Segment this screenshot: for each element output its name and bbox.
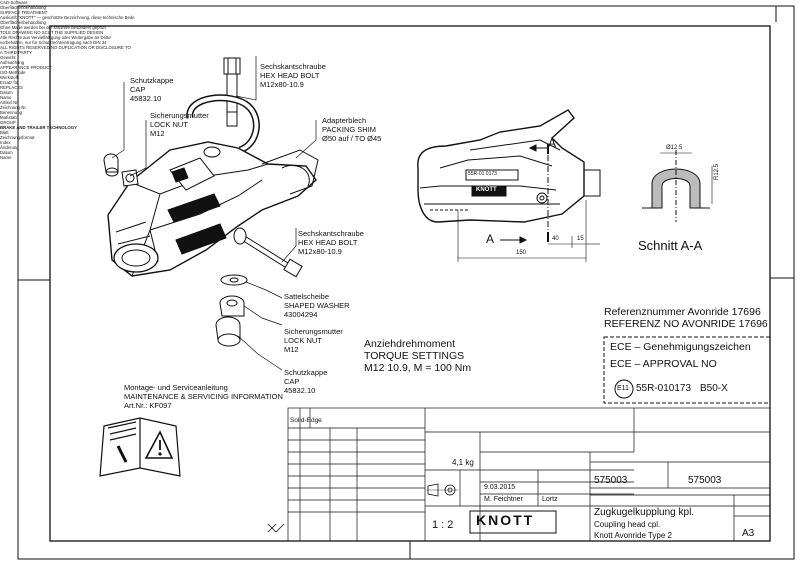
replaces-sub: REPLACES [0,85,23,90]
scale-value: 1 : 2 [432,519,454,531]
section-marker-bottom: A [486,232,495,246]
callout-packing-shim: Adapterblech PACKING SHIM Ø50 auf / TO Ø… [322,116,382,143]
protection-sub: ALL RIGHTS RESERVED NO DUPLICATION OR DI… [0,45,131,55]
e-mark-circle [614,379,634,399]
format-value: A3 [742,528,755,539]
side-view-plate-text: 55R-01 0173 [468,171,497,177]
callout-hex-bolt-side: Sechskantschraube HEX HEAD BOLT M12x80-1… [298,229,364,256]
created-date: 9.03.2015 [484,484,516,491]
ece-e-mark: E11 [617,385,629,392]
article-value: 575003 [594,475,628,486]
format-label: Zeichnungsformat [0,135,35,140]
callout-lock-nut-bottom: Sicherungsmutter LOCK NUT M12 [284,327,343,354]
drawing-value: 575003 [688,475,722,486]
checked-name: Lortz [542,496,558,503]
manual-book-icon [99,417,181,477]
iso-coupling [103,57,319,347]
tolerance-sub: TOLE DRAWING NO SCUT THE SUPPLIED DESIGN [0,30,104,35]
knott-logo: KNOTT [476,512,535,528]
manual-reference: Montage- und Serviceanleitung MAINTENANC… [124,383,283,410]
date-label: Datum [0,90,13,95]
knott-logo-tag: GROUP [0,120,16,125]
replaces-label: Ersatz für [0,80,19,85]
torque-settings: Anziehdrehmoment TORQUE SETTINGS M12 10.… [364,338,472,374]
dimension-150: 150 [516,250,527,256]
dimension-40: 40 [552,236,559,242]
callout-shaped-washer: Sattelscheibe SHAPED WASHER 43004294 [284,292,350,319]
title-de: Zugkugelkupplung kpl. [594,507,695,518]
weight-label: Gewicht [0,55,16,60]
weight-value: 4,1 kg [452,458,474,467]
iso-method-label: ISO-Methode [0,70,26,75]
side-view-dimensions [457,200,600,262]
section-line-aa [500,144,549,244]
callout-cap-top: Schutzkappe CAP 45832.10 [130,76,174,103]
reference-number: Referenznummer Avonride 17696 REFERENZ N… [604,306,768,330]
finish-label: Aufmachung [0,60,25,65]
cad-software-value: Solid-Edge [290,417,322,424]
knott-logo-box [469,510,557,534]
surface-treatment-label-2: Oberflächenbehandlung [0,20,46,25]
surface-treatment-sub: SURFACE TREATMENT [0,10,48,15]
name-label: Name [0,95,12,100]
section-title: Schnitt A-A [638,238,703,253]
material-label: Werkstoff [0,75,18,80]
ece-box [603,336,771,404]
norm-note: Auskunft "KNOTT" — geschützte Bezeichnun… [0,15,134,20]
ece-class: B50-X [700,383,728,394]
knott-logo-sub: BRAKE AND TRAILER TECHNOLOGY [0,125,77,130]
surface-symbol-icon [267,523,285,533]
title-en: Coupling head cpl. [594,520,661,529]
tolerance-note: Ohne Maße werden bei der Maßhilfe besond… [0,25,106,30]
date-column-label: Datum [0,150,13,155]
side-view-brand-text: KNOTT [476,187,497,193]
callout-cap-bottom: Schutzkappe CAP 45832.10 [284,368,328,395]
name-column-label: Name [0,155,12,160]
index-label: Index [0,140,11,145]
finish-sub: APPEARANCE PRODUCT [0,65,52,70]
surface-treatment-label: Oberflächenbehandlung [0,5,46,10]
sheet-label: Blatt [0,130,9,135]
section-aa-view [642,150,713,222]
cad-software-label: CAD-Software [0,0,28,5]
title-label: Benennung [0,110,22,115]
projection-symbol-icon [426,483,458,497]
callout-lock-nut-top: Sicherungsmutter LOCK NUT M12 [150,111,209,138]
section-dim-radius: R12.5 [714,163,720,180]
section-dim-diameter: Ø12.5 [666,145,683,151]
drawing-label: Zeichnung Nr. [0,105,27,110]
side-view [417,109,601,223]
callout-hex-bolt-top: Sechskantschraube HEX HEAD BOLT M12x80-1… [260,62,326,89]
dimension-15: 15 [577,236,584,242]
outer-border [17,5,795,560]
ece-number: 55R-010173 [636,383,692,394]
title-block-grid [287,407,771,542]
title-model: Knott Avonride Type 2 [594,531,672,540]
ece-approval: ECE – Genehmigungszeichen ECE – APPROVAL… [610,341,751,370]
leader-lines [111,56,317,371]
change-label: Änderung [0,145,19,150]
section-marker-top: A [548,136,557,150]
created-name: M. Feichtner [484,496,523,503]
scale-label: Maßstab [0,115,17,120]
protection-note: Alle Rechte aus Vervielfältigung oder We… [0,35,111,45]
article-label: Artikel Nr. [0,100,19,105]
